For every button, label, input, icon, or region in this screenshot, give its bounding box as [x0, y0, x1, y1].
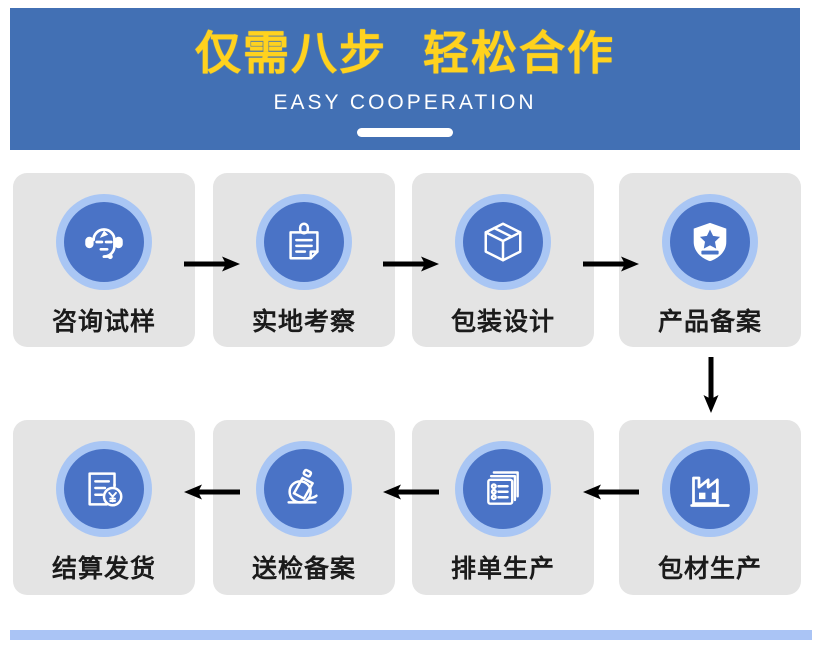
- package-box-icon: [463, 202, 543, 282]
- step-card-1[interactable]: 咨询试样: [13, 173, 195, 347]
- process-flow: 咨询试样 实地考察: [0, 160, 822, 605]
- step-1-label: 咨询试样: [51, 307, 156, 336]
- step-card-5[interactable]: 包材生产: [619, 420, 801, 595]
- invoice-yuan-icon: [64, 449, 144, 529]
- clipboard-document-icon: [264, 202, 344, 282]
- headset-support-icon: [64, 202, 144, 282]
- banner-subtitle: EASY COOPERATION: [273, 90, 537, 114]
- arrow-step4-to-step5: [698, 355, 724, 415]
- shield-star-icon: [670, 202, 750, 282]
- step-card-4[interactable]: 产品备案: [619, 173, 801, 347]
- arrow-step7-to-step8: [182, 480, 242, 504]
- step-4-label: 产品备案: [657, 307, 762, 336]
- step-card-6[interactable]: 排单生产: [412, 420, 594, 595]
- step-card-8[interactable]: 结算发货: [13, 420, 195, 595]
- step-8-label: 结算发货: [51, 554, 156, 583]
- step-2-icon-ring: [256, 194, 352, 290]
- step-card-3[interactable]: 包装设计: [412, 173, 594, 347]
- step-3-icon-ring: [455, 194, 551, 290]
- step-card-2[interactable]: 实地考察: [213, 173, 395, 347]
- step-6-label: 排单生产: [450, 554, 555, 583]
- step-4-icon-ring: [662, 194, 758, 290]
- step-3-label: 包装设计: [450, 307, 555, 336]
- banner-divider: [357, 127, 453, 137]
- step-2-label: 实地考察: [251, 307, 356, 336]
- step-6-icon-ring: [455, 441, 551, 537]
- step-1-icon-ring: [56, 194, 152, 290]
- factory-icon: [670, 449, 750, 529]
- arrow-step3-to-step4: [581, 252, 641, 276]
- arrow-step5-to-step6: [581, 480, 641, 504]
- step-7-icon-ring: [256, 441, 352, 537]
- checklist-stack-icon: [463, 449, 543, 529]
- arrow-step2-to-step3: [381, 252, 441, 276]
- step-5-label: 包材生产: [657, 554, 762, 583]
- microscope-icon: [264, 449, 344, 529]
- bottom-accent-bar: [10, 630, 812, 640]
- arrow-step1-to-step2: [182, 252, 242, 276]
- header-banner: 仅需八步 轻松合作 EASY COOPERATION: [10, 8, 800, 150]
- step-7-label: 送检备案: [251, 554, 356, 583]
- arrow-step6-to-step7: [381, 480, 441, 504]
- step-5-icon-ring: [662, 441, 758, 537]
- banner-title: 仅需八步 轻松合作: [194, 26, 616, 80]
- step-8-icon-ring: [56, 441, 152, 537]
- step-card-7[interactable]: 送检备案: [213, 420, 395, 595]
